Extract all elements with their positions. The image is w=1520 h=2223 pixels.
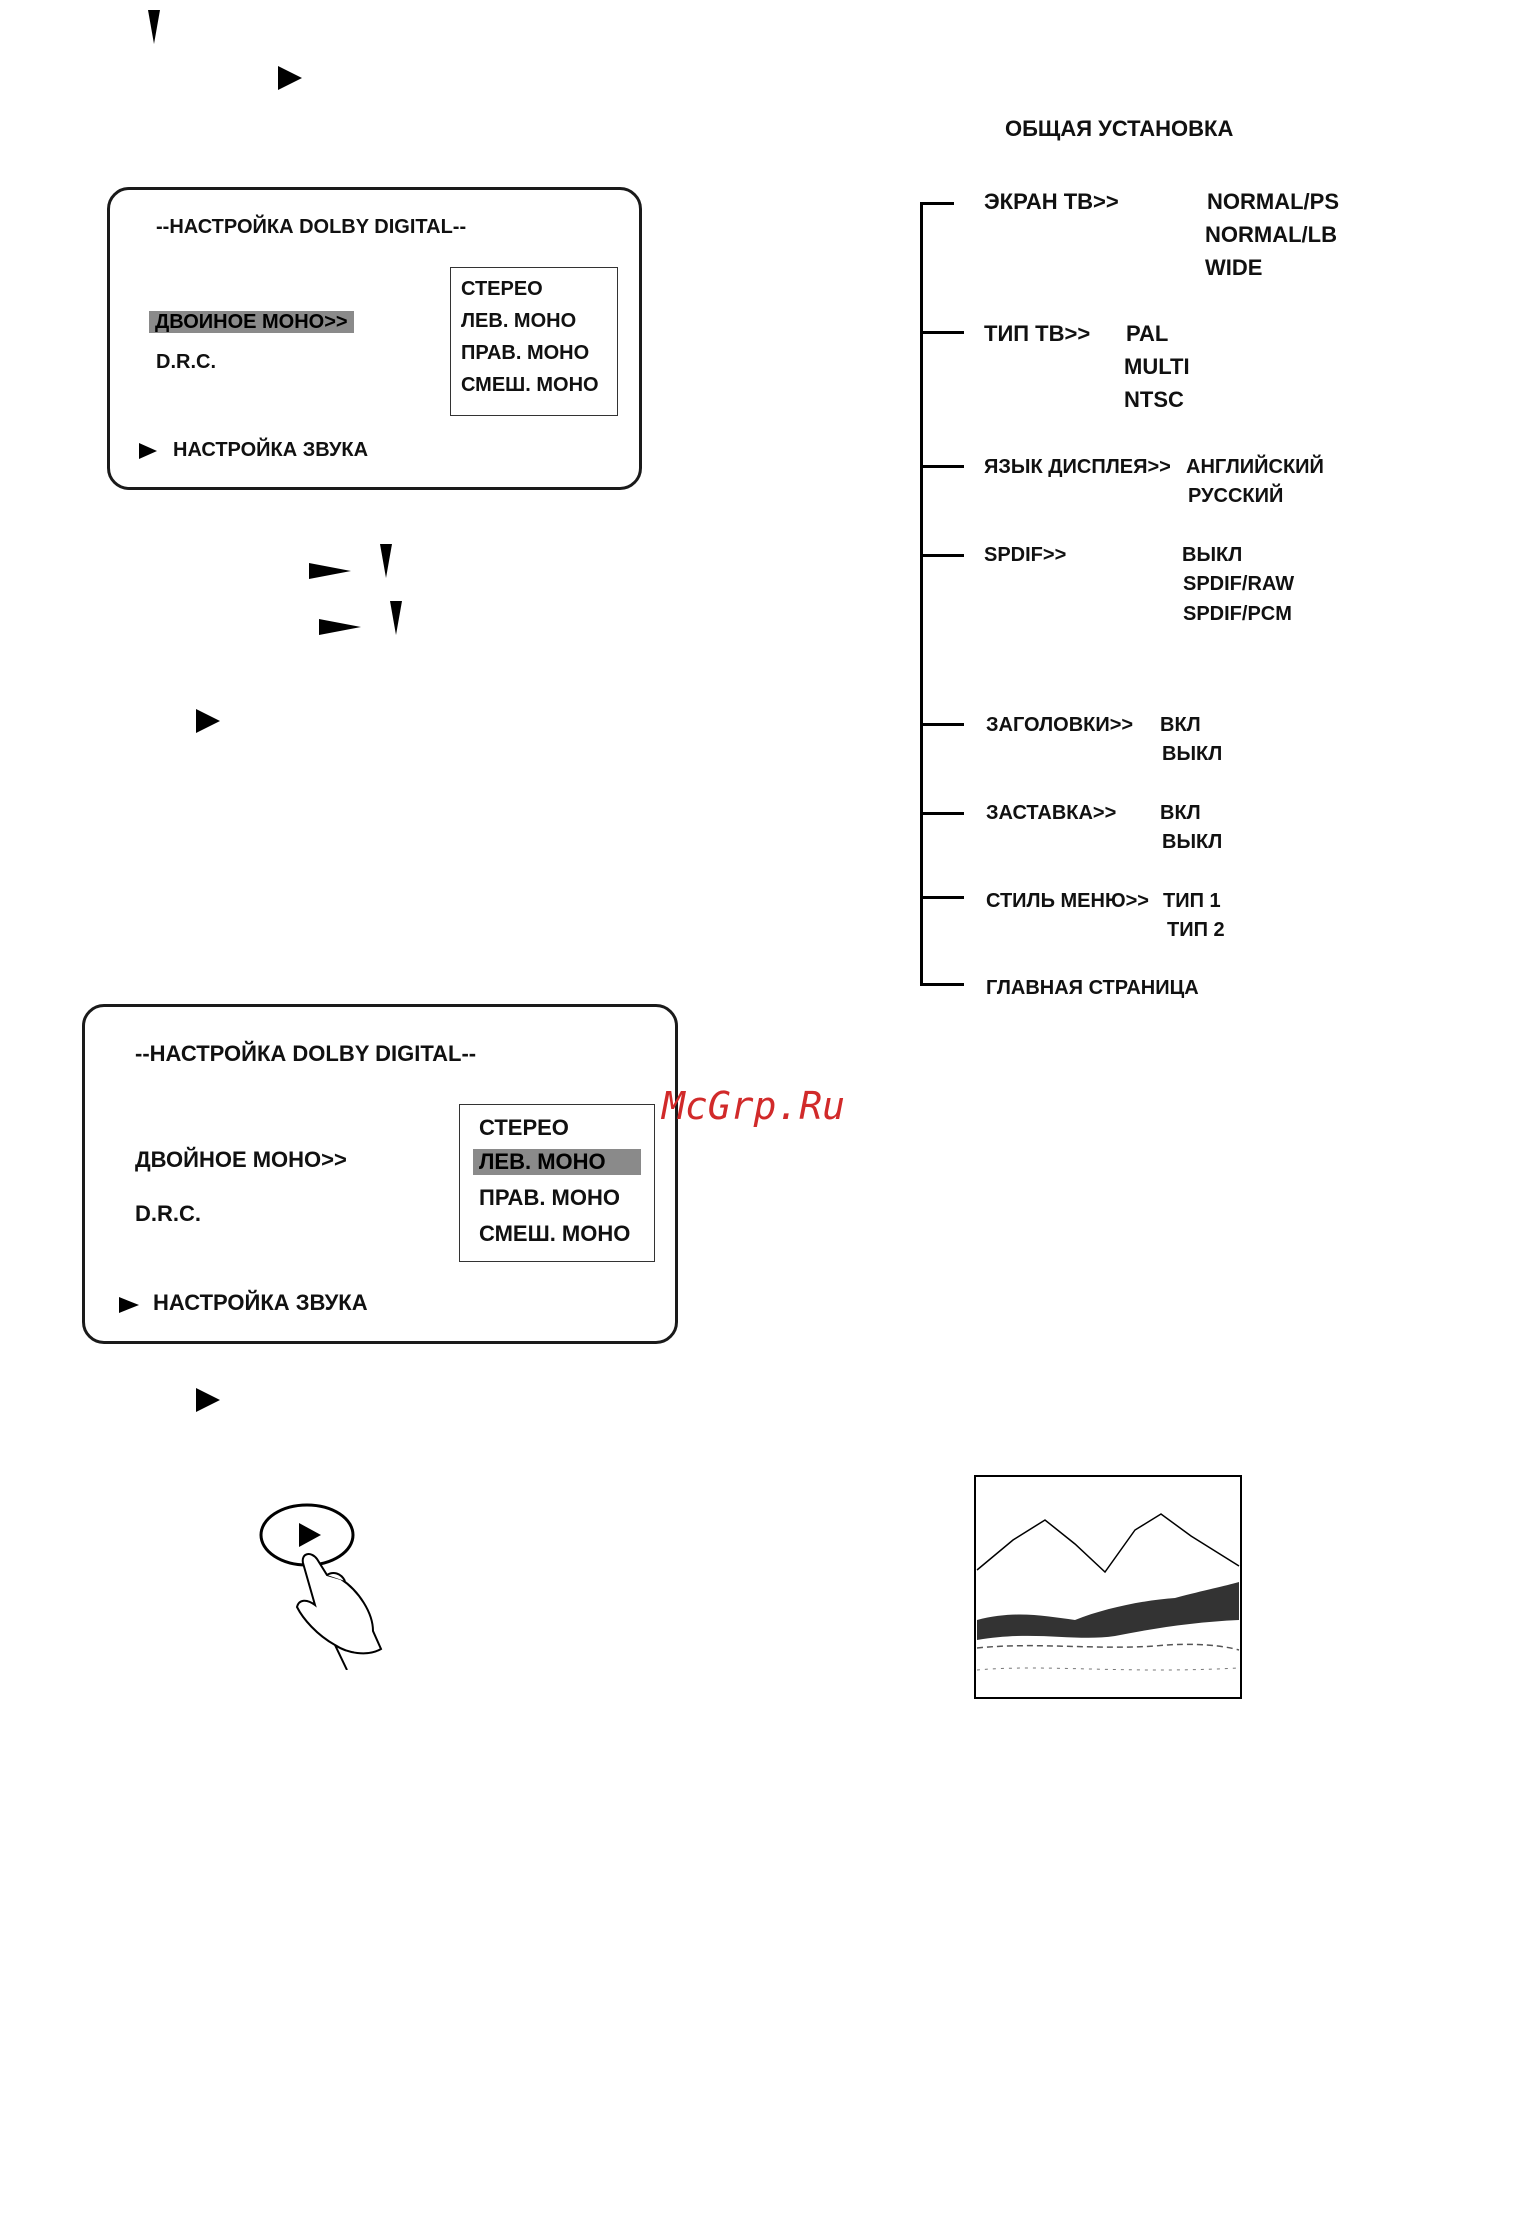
menu2-footer[interactable]: НАСТРОЙКА ЗВУКА: [153, 1290, 368, 1315]
landscape-picture: [974, 1475, 1242, 1699]
setup-label-menu-style[interactable]: СТИЛЬ МЕНЮ>>: [986, 890, 1149, 912]
menu2-options-list: СТЕРЕО ЛЕВ. МОНО ПРАВ. МОНО СМЕШ. МОНО: [459, 1104, 655, 1262]
menu2-option-left-mono[interactable]: ЛЕВ. МОНО: [473, 1149, 641, 1175]
menu1-item-dual-mono-label: ДВОИНОЕ МОНО>>: [149, 311, 354, 333]
down-arrow-icon: [148, 10, 160, 44]
menu2-option-stereo[interactable]: СТЕРЕО: [479, 1115, 569, 1140]
tree-branch: [920, 896, 964, 899]
setup-value[interactable]: ВЫКЛ: [1162, 831, 1223, 853]
menu2-option-left-mono-label: ЛЕВ. МОНО: [473, 1149, 641, 1175]
play-button-icon: [259, 1503, 383, 1670]
menu1-option-left-mono[interactable]: ЛЕВ. МОНО: [461, 310, 577, 332]
setup-label-screensaver[interactable]: ЗАСТАВКА>>: [986, 802, 1117, 824]
menu1-item-drc[interactable]: D.R.C.: [156, 351, 216, 373]
menu1-item-dual-mono[interactable]: ДВОИНОЕ МОНО>>: [149, 311, 354, 334]
setup-value[interactable]: ВКЛ: [1160, 714, 1201, 736]
setup-value[interactable]: АНГЛИЙСКИЙ: [1186, 456, 1324, 478]
setup-value[interactable]: MULTI: [1124, 354, 1190, 379]
tree-branch: [920, 465, 964, 468]
setup-value[interactable]: PAL: [1126, 321, 1169, 346]
setup-value[interactable]: ВКЛ: [1160, 802, 1201, 824]
setup-value[interactable]: WIDE: [1205, 255, 1263, 280]
down-arrow-icon: [380, 544, 392, 578]
menu1-title: --НАСТРОЙКА DOLBY DIGITAL--: [156, 216, 467, 238]
setup-label-tv-screen[interactable]: ЭКРАН ТВ>>: [984, 189, 1119, 214]
hand-press-icon: [295, 1553, 383, 1670]
setup-value[interactable]: NTSC: [1124, 387, 1184, 412]
dolby-menu-1: --НАСТРОЙКА DOLBY DIGITAL-- ДВОИНОЕ МОНО…: [107, 187, 642, 490]
tree-branch: [920, 812, 964, 815]
menu1-options-list: СТЕРЕО ЛЕВ. МОНО ПРАВ. МОНО СМЕШ. МОНО: [450, 267, 618, 416]
menu1-option-stereo[interactable]: СТЕРЕО: [461, 278, 543, 300]
tree-branch: [920, 331, 964, 334]
menu2-title: --НАСТРОЙКА DOLBY DIGITAL--: [135, 1041, 477, 1066]
menu1-option-right-mono[interactable]: ПРАВ. МОНО: [461, 342, 590, 364]
setup-label-captions[interactable]: ЗАГОЛОВКИ>>: [986, 714, 1134, 736]
setup-label-display-language[interactable]: ЯЗЫК ДИСПЛЕЯ>>: [984, 456, 1171, 478]
menu1-footer-arrow-icon: [139, 443, 157, 459]
setup-label-tv-type[interactable]: ТИП ТВ>>: [984, 321, 1091, 346]
setup-value[interactable]: ТИП 1: [1163, 890, 1221, 912]
tree-branch: [920, 723, 964, 726]
setup-value[interactable]: SPDIF/RAW: [1183, 573, 1295, 595]
right-arrow-icon: [196, 709, 220, 733]
watermark: McGrp.Ru: [662, 1084, 846, 1128]
setup-value[interactable]: NORMAL/PS: [1207, 189, 1339, 214]
right-arrow-icon: [319, 619, 361, 635]
tree-branch: [920, 554, 964, 557]
right-arrow-icon: [309, 563, 351, 579]
down-arrow-icon: [390, 601, 402, 635]
setup-value[interactable]: ВЫКЛ: [1162, 743, 1223, 765]
right-arrow-icon: [196, 1388, 220, 1412]
menu2-item-dual-mono[interactable]: ДВОЙНОЕ МОНО>>: [135, 1147, 347, 1172]
setup-value[interactable]: ВЫКЛ: [1182, 544, 1243, 566]
dolby-menu-2: --НАСТРОЙКА DOLBY DIGITAL-- ДВОЙНОЕ МОНО…: [82, 1004, 678, 1344]
right-arrow-icon: [278, 66, 302, 90]
general-setup-title: ОБЩАЯ УСТАНОВКА: [1005, 116, 1234, 141]
menu1-footer[interactable]: НАСТРОЙКА ЗВУКА: [173, 439, 369, 461]
setup-value[interactable]: ТИП 2: [1167, 919, 1225, 941]
setup-value[interactable]: РУССКИЙ: [1188, 485, 1284, 507]
setup-label-main-page[interactable]: ГЛАВНАЯ СТРАНИЦА: [986, 977, 1199, 999]
setup-value[interactable]: NORMAL/LB: [1205, 222, 1337, 247]
menu2-option-mix-mono[interactable]: СМЕШ. МОНО: [479, 1221, 631, 1246]
menu2-item-drc[interactable]: D.R.C.: [135, 1201, 201, 1226]
tree-branch: [920, 983, 964, 986]
setup-label-spdif[interactable]: SPDIF>>: [984, 544, 1067, 566]
menu1-option-mix-mono[interactable]: СМЕШ. МОНО: [461, 374, 599, 396]
menu2-option-right-mono[interactable]: ПРАВ. МОНО: [479, 1185, 620, 1210]
tree-branch: [920, 202, 954, 205]
menu2-footer-arrow-icon: [119, 1297, 139, 1313]
setup-value[interactable]: SPDIF/PCM: [1183, 603, 1292, 625]
tree-trunk: [920, 202, 923, 986]
